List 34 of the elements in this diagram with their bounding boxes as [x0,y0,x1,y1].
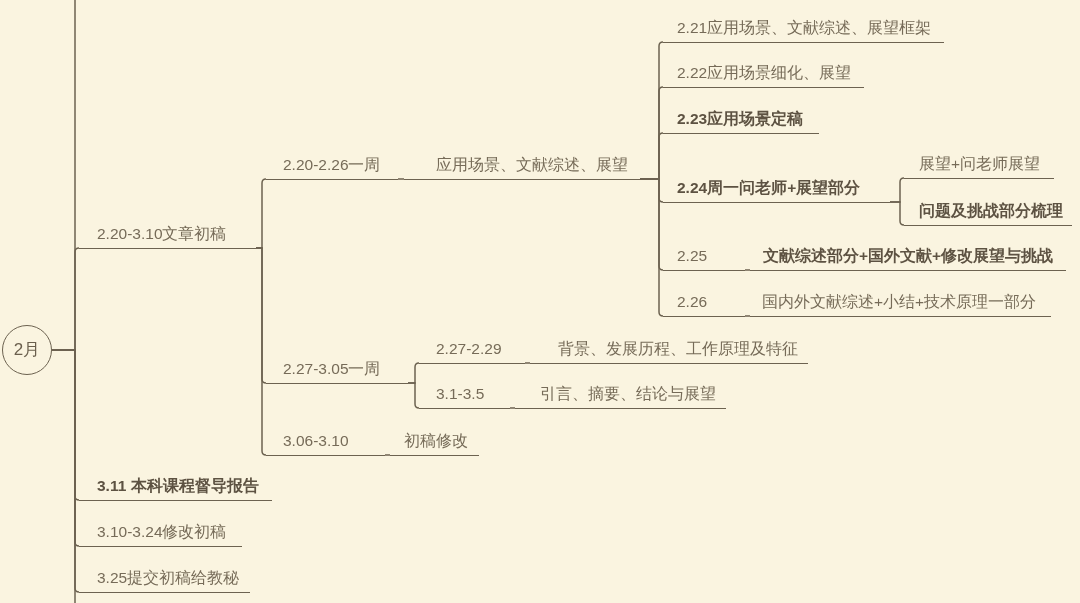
connector-line [255,247,267,456]
topic-label: 3.10-3.24修改初稿 [79,521,242,547]
connector-line [524,362,531,364]
topic-label: 2.27-3.05一周 [266,358,408,384]
connector-line [397,178,405,180]
topic-label: 2.26 [663,291,745,317]
topic-label: 背景、发展历程、工作原理及特征 [530,338,808,364]
connector-line [744,315,751,317]
topic-label: 2.27-2.29 [419,338,525,364]
connector-line [889,201,905,226]
topic-label: 2.20-2.26一周 [266,154,398,180]
topic-label: 3.11 本科课程督导报告 [79,475,272,501]
connector-line [744,269,751,271]
topic-label: 2.21应用场景、文献综述、展望框架 [663,17,944,43]
topic-label: 国内外文献综述+小结+技术原理一部分 [750,291,1051,317]
connector-line [384,454,391,456]
topic-label: 问题及挑战部分梳理 [904,200,1072,226]
topic-label: 2.22应用场景细化、展望 [663,62,864,88]
topic-label: 引言、摘要、结论与展望 [515,383,726,409]
topic-label: 2.23应用场景定稿 [663,108,819,134]
topic-label: 2.24周一问老师+展望部分 [663,177,890,203]
topic-label: 3.06-3.10 [266,430,385,456]
topic-label: 2.25 [663,245,745,271]
topic-label: 3.1-3.5 [419,383,510,409]
topic-label: 2.20-3.10文章初稿 [79,223,256,249]
topic-label: 展望+问老师展望 [904,153,1054,179]
connector-line [509,407,516,409]
connector-line [407,382,420,409]
topic-label: 初稿修改 [390,430,479,456]
topic-label: 应用场景、文献综述、展望 [404,154,640,180]
topic-label: 3.25提交初稿给教秘 [79,567,250,593]
central-topic: 2月 [2,325,52,375]
topic-label: 文献综述部分+国外文献+修改展望与挑战 [750,245,1066,271]
connector-line [639,178,664,317]
